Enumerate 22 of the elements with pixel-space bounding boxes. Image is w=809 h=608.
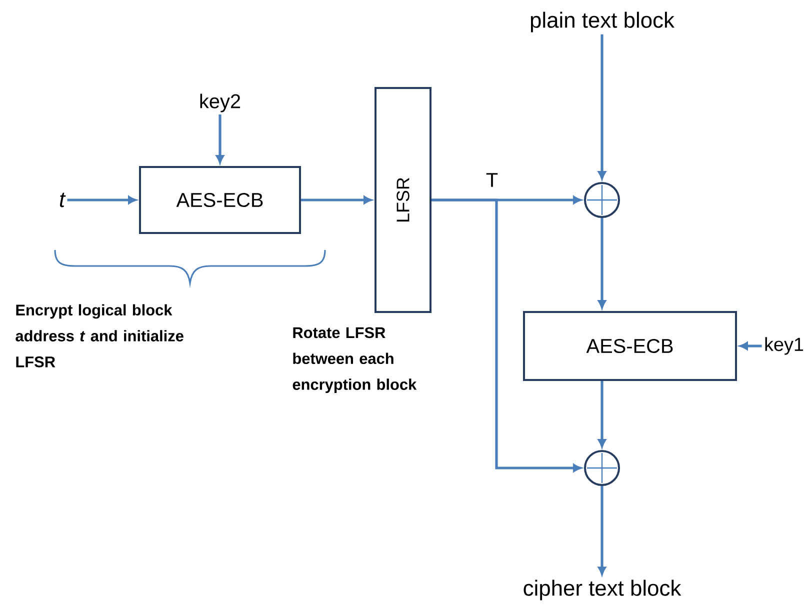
- input-label: t: [60, 192, 66, 208]
- key-label: key2: [200, 94, 240, 112]
- cipher-box: AES-ECB: [523, 311, 737, 381]
- arrow: [216, 114, 224, 164]
- arrow: [740, 342, 762, 350]
- arrow: [598, 381, 606, 448]
- arrow: [67, 196, 136, 204]
- arrow: [301, 196, 372, 204]
- input-label: plain text block: [530, 12, 674, 32]
- output-label: cipher text block: [524, 580, 682, 600]
- edge-label: T: [484, 172, 500, 188]
- xor-symbol: [584, 450, 620, 486]
- encrypt-note: Encrypt logical block address t and initialize LFSR: [16, 304, 184, 368]
- key-label: key1: [765, 337, 804, 355]
- arrow: [432, 198, 582, 472]
- xor-symbol: [584, 182, 620, 218]
- cipher-box: AES-ECB: [139, 166, 301, 234]
- register-box: LFSR: [374, 87, 432, 313]
- arrow: [598, 486, 606, 575]
- arrow: [598, 218, 606, 308]
- arrow: [598, 34, 606, 180]
- rotate-note: Rotate LFSR between each encryption block: [292, 327, 417, 393]
